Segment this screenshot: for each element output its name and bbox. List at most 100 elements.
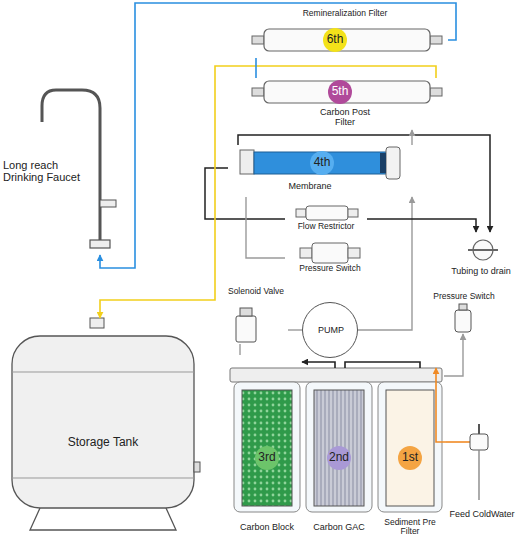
flow-restrictor-symbol: [306, 206, 348, 220]
storage-tank: Storage Tank: [10, 318, 196, 524]
storage-tank-drawing: [12, 372, 194, 373]
pressure-switch: Pressure Switch: [425, 288, 505, 334]
node-label: Membrane: [288, 182, 331, 192]
node-label: Feed ColdWater: [449, 510, 514, 520]
water-line: [100, 3, 456, 268]
filter-housings: [242, 390, 292, 506]
pressure-switch-symbol: [312, 243, 348, 263]
water-line: [411, 130, 412, 145]
carbon-post-cartridge: [264, 81, 430, 103]
feed-valve: [470, 434, 488, 450]
pump-circle: PUMP: [302, 302, 358, 358]
flow-restrictor-symbol: [296, 206, 358, 220]
stage-number: 3rd: [255, 446, 279, 470]
node-label: Remineralization Filter: [303, 9, 388, 18]
flow-restrictor: Flow Restrictor: [285, 203, 367, 234]
pressure-switch-symbol: [459, 304, 467, 310]
feed-valve: [478, 424, 480, 434]
stage-number: 5th: [328, 80, 352, 104]
pressure-switch-symbol: [455, 310, 471, 332]
membrane-housing: [240, 150, 254, 174]
remineralization-cartridge: [252, 29, 442, 51]
filter-housings: [230, 368, 442, 512]
water-line: [100, 66, 436, 318]
membrane-box: 4thMembrane: [228, 145, 418, 197]
node-label: Solenoid Valve: [228, 287, 284, 296]
flow-restrictor-symbol: [296, 209, 306, 217]
drain-saddle: [468, 249, 498, 251]
filter-housings: [378, 382, 442, 512]
water-line: [205, 168, 285, 219]
storage-tank-drawing: [194, 462, 200, 472]
stage-number: 6th: [323, 28, 347, 52]
filter-housings: [314, 390, 364, 506]
solenoid-valve: Solenoid Valve: [222, 284, 288, 344]
water-line: [239, 344, 240, 355]
faucet-drawing: [100, 200, 116, 207]
solenoid-valve-symbol: [240, 308, 252, 316]
water-line: [444, 334, 463, 376]
pressure-switch-symbol: [300, 248, 312, 258]
node-label: Storage Tank: [68, 436, 139, 449]
stage-number: 1st: [398, 446, 422, 470]
node-label: Carbon Block: [240, 523, 294, 533]
water-line: [246, 197, 285, 258]
water-line: [255, 58, 257, 78]
filter-cartridge: 5thCarbon Post Filter: [248, 78, 443, 130]
feed-valve: Feed ColdWater: [446, 422, 518, 526]
drain-saddle: Tubing to drain: [444, 232, 518, 280]
water-line: [288, 329, 302, 330]
stage-number: 4th: [310, 151, 334, 175]
remineralization-cartridge: [430, 36, 442, 44]
pressure-switch-symbol: [300, 243, 360, 263]
node-label: Long reach Drinking Faucet: [3, 159, 91, 183]
node-label: Carbon Post Filter: [318, 108, 372, 128]
filter-housings: [230, 368, 442, 382]
water-line: [302, 362, 335, 368]
remineralization-cartridge: [264, 29, 430, 51]
solenoid-valve-symbol: [236, 316, 256, 342]
storage-tank-drawing: [12, 318, 200, 530]
carbon-post-cartridge: [252, 81, 442, 103]
filter-housings: [306, 382, 372, 512]
stage-number: 2nd: [327, 446, 351, 470]
feed-valve: [446, 424, 488, 500]
feed-valve: [478, 450, 479, 500]
filter-housings: [386, 390, 434, 506]
water-line: [436, 368, 446, 442]
membrane-housing: [386, 147, 400, 179]
storage-tank-drawing: [90, 318, 104, 328]
solenoid-valve-symbol: [236, 308, 256, 342]
node-label: Carbon GAC: [313, 523, 365, 533]
flow-restrictor-symbol: [348, 209, 358, 217]
water-line: [345, 362, 420, 368]
storage-tank-drawing: [12, 336, 194, 508]
storage-tank-drawing: [30, 508, 176, 530]
filter-housings: [234, 382, 300, 512]
carbon-post-cartridge: [252, 88, 264, 96]
storage-tank-drawing: [12, 478, 194, 479]
water-line: [238, 135, 490, 232]
remineralization-cartridge: [252, 36, 264, 44]
filter-cartridge: Remineralization Filter 6th: [248, 4, 448, 58]
node-label: Pressure Switch: [433, 292, 494, 301]
feed-valve: [446, 441, 470, 443]
pressure-switch-symbol: [455, 304, 471, 332]
pressure-switch: Pressure Switch: [285, 240, 375, 275]
membrane-housing: [380, 153, 386, 173]
filter-housing: 2ndCarbon GAC: [306, 368, 374, 538]
carbon-post-cartridge: [430, 88, 442, 96]
water-line: [367, 219, 476, 232]
water-line: [358, 197, 412, 330]
node-label: PUMP: [318, 326, 344, 336]
node-label: Flow Restrictor: [298, 222, 355, 231]
membrane-housing: [254, 152, 386, 174]
faucet-drawing: [90, 240, 110, 248]
node-label: Tubing to drain: [451, 267, 511, 277]
drain-saddle: [468, 240, 498, 260]
node-label: Sediment Pre Filter: [380, 518, 440, 537]
pressure-switch-symbol: [348, 248, 360, 258]
membrane-housing: [240, 147, 400, 179]
filter-housing: 1stSediment Pre Filter: [378, 368, 444, 538]
